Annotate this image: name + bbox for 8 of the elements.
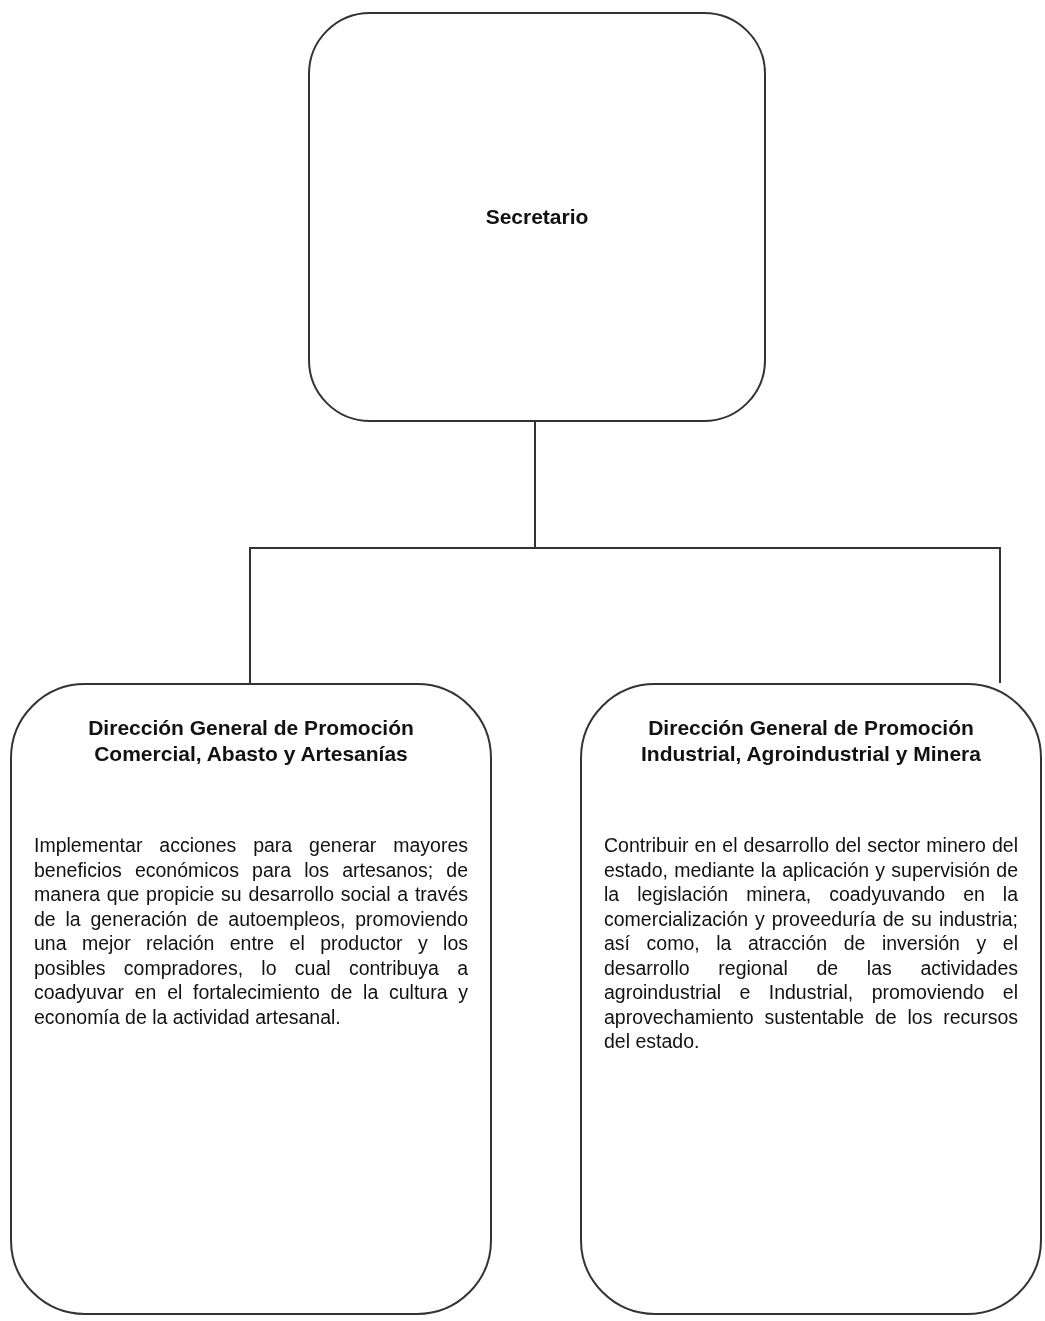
box-title: Secretario	[485, 204, 589, 230]
box-description: Contribuir en el desarrollo del sector minero del estado, mediante la aplicación y supervisión de la legislación minera, coadyuvando en la comercialización y proveeduría de su industria; así como, la atracción de inversión y el desarrollo regional de las actividades agroindustrial e Industrial, promoviendo el aprovechamiento sustentable de los recursos del estado.	[604, 833, 1018, 1054]
org-box	[308, 12, 766, 422]
box-description: Implementar acciones para generar mayores beneficios económicos para los artesanos; de manera que propicie su desarrollo social a través de la generación de autoempleos, promoviendo una mejor relación entre el productor y los posibles compradores, lo cual contribuya a coadyuvar en el fortalecimiento de la cultura y economía de la actividad artesanal.	[34, 833, 468, 1029]
org-box	[10, 683, 492, 1315]
org-box	[580, 683, 1042, 1315]
box-title: Dirección General de Promoción Industrial, Agroindustrial y Minera	[640, 715, 982, 767]
box-title: Dirección General de Promoción Comercial, Abasto y Artesanías	[87, 715, 415, 767]
